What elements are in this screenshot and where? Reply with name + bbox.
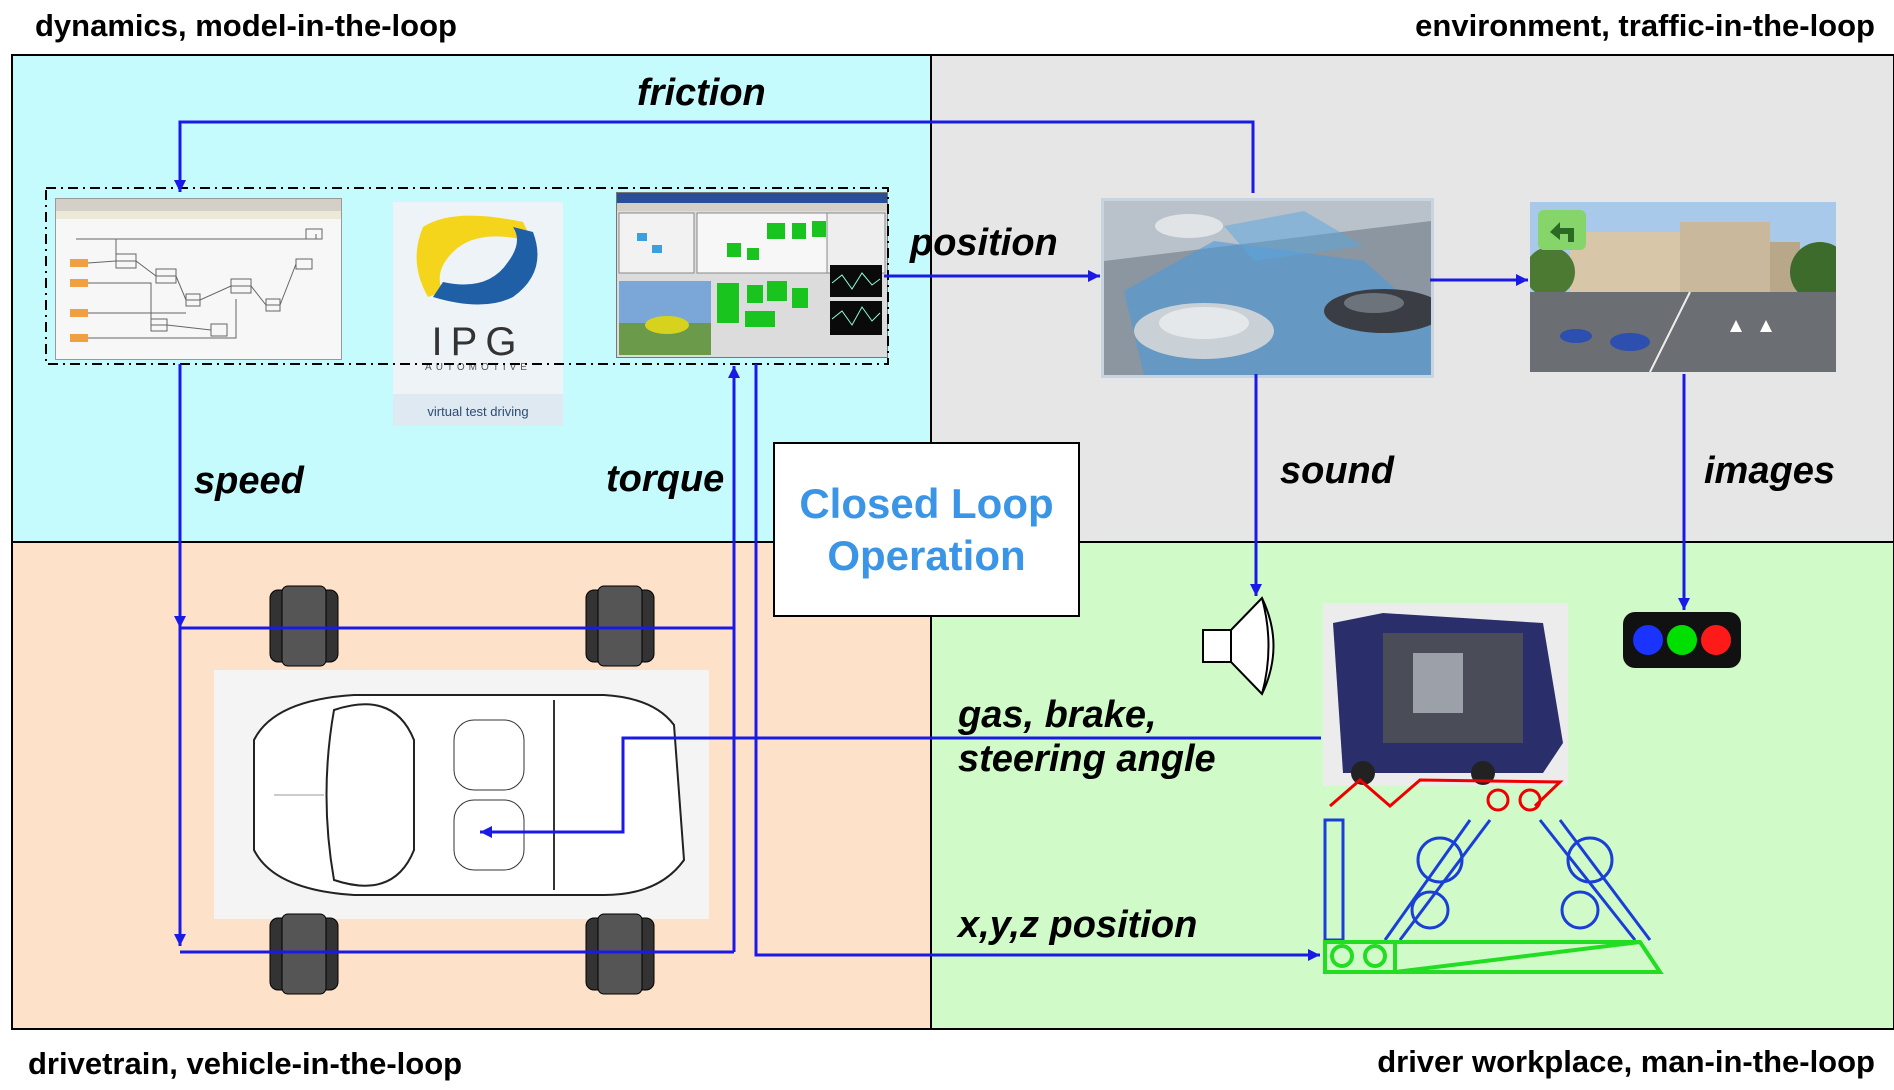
label-torque: torque xyxy=(606,458,725,500)
carmaker-simulation-screenshot xyxy=(616,192,888,358)
label-sound: sound xyxy=(1280,450,1394,492)
ipg-tagline: virtual test driving xyxy=(427,404,529,419)
label-position: position xyxy=(910,222,1058,264)
ipg-tagline-band xyxy=(393,394,563,426)
gas-brake-arrow xyxy=(480,736,1321,838)
ipg-automotive-logo: IPG AUTOMOTIVE virtual test driving xyxy=(393,202,563,426)
label-gas-brake: gas, brake, xyxy=(958,694,1157,736)
corner-label-dynamics: dynamics, model-in-the-loop xyxy=(35,8,457,43)
car-top-view-image xyxy=(214,670,709,919)
corner-label-environment: environment, traffic-in-the-loop xyxy=(1415,8,1875,43)
corner-label-drivetrain: drivetrain, vehicle-in-the-loop xyxy=(28,1046,463,1081)
closed-loop-operation-box: Closed Loop Operation xyxy=(773,442,1080,617)
motor-front-right-icon xyxy=(585,585,655,667)
ipg-subline: AUTOMOTIVE xyxy=(425,362,531,373)
driving-simulator-cockpit-image xyxy=(1323,603,1568,786)
label-speed: speed xyxy=(194,460,304,502)
traffic-scene-image xyxy=(1530,202,1836,372)
label-friction: friction xyxy=(637,72,766,114)
motor-rear-right-icon xyxy=(585,913,655,995)
motor-front-left-icon xyxy=(269,585,339,667)
turn-left-icon xyxy=(1550,222,1574,242)
motor-rear-left-icon xyxy=(269,913,339,995)
ipg-swoosh-icon xyxy=(393,202,563,312)
friction-arrow xyxy=(174,120,1255,193)
sensor-scene-image xyxy=(1101,198,1434,378)
label-images: images xyxy=(1704,450,1835,492)
ipg-wordmark: IPG xyxy=(431,320,525,364)
simulink-model-screenshot xyxy=(55,198,342,360)
closed-loop-line2: Operation xyxy=(827,531,1026,579)
closed-loop-line1: Closed Loop xyxy=(799,479,1054,527)
xyz-position-arrow xyxy=(754,364,1320,961)
corner-label-driver: driver workplace, man-in-the-loop xyxy=(1377,1044,1875,1079)
label-xyz-position: x,y,z position xyxy=(958,904,1198,946)
label-steering-angle: steering angle xyxy=(958,738,1216,780)
